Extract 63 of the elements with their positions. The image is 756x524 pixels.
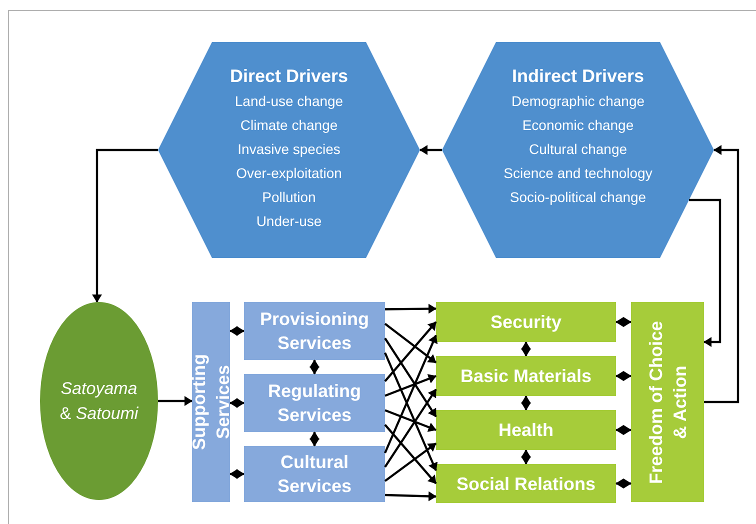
arrow [230,326,244,336]
driver-item: Economic change [522,116,634,135]
arrow [704,145,740,404]
arrow [616,371,632,381]
arrow [384,338,437,418]
hexagon-title: Indirect Drivers [512,65,644,88]
node-label: Freedom of Choice & Action [644,319,690,486]
node-label: Supporting Services [188,353,234,452]
freedom-bar [631,302,704,502]
node-label: Health [497,419,554,442]
arrow [616,425,632,435]
driver-item: Socio-political change [510,188,646,207]
node-label: Social Relations [455,472,597,496]
driver-item: Over-exploitation [236,164,342,183]
node-label: Provisioning Services [258,308,370,355]
arrow [310,360,320,374]
arrow [158,396,192,406]
arrow [384,491,436,502]
driver-item: Pollution [262,188,316,207]
wellbeing-box [436,356,616,396]
driver-item: Climate change [240,116,338,135]
wellbeing-box [436,410,616,450]
node-label: Security [489,311,563,334]
node-label: Satoyama & Satoumi [58,378,140,425]
driver-item: Science and technology [504,164,652,183]
driver-hexagon [158,42,420,258]
wellbeing-box [436,464,616,503]
arrow [384,388,437,468]
arrow [616,478,632,488]
driver-item: Demographic change [511,92,645,111]
arrow [689,198,722,347]
arrow [384,304,436,314]
driver-item: Land-use change [234,92,344,111]
node-label: Cultural Services [276,451,353,498]
arrow [384,334,438,454]
arrow [521,342,531,356]
arrow [384,442,437,482]
arrow [521,450,531,464]
arrow [384,424,437,484]
wellbeing-box [436,302,616,342]
arrow [521,396,531,410]
service-box [244,302,385,360]
arrow [420,145,442,155]
driver-item: Under-use [256,212,322,231]
service-bar [192,302,230,502]
driver-item: Cultural change [528,140,628,159]
node-label: Regulating Services [267,380,362,427]
hexagon-title: Direct Drivers [230,65,348,88]
driver-hexagon [442,42,714,258]
arrow [384,374,436,397]
arrow [384,409,436,432]
arrow [92,148,158,303]
arrow [230,398,244,408]
arrow [384,321,437,382]
arrow [230,469,244,479]
driver-item: Invasive species [238,140,340,159]
arrow [310,432,320,446]
arrow [384,352,438,471]
service-box [244,374,385,432]
node-label: Basic Materials [459,365,593,388]
service-box [244,446,385,502]
arrow [384,322,437,364]
arrow [616,317,632,327]
